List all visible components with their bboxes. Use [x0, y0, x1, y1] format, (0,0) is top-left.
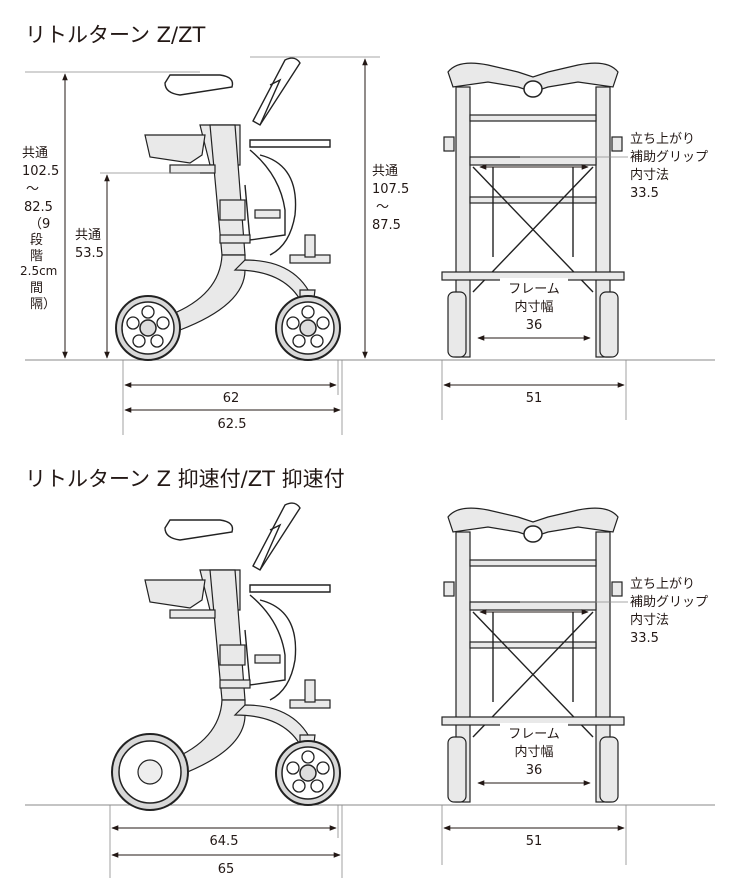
section-title: リトルターン Z/ZT: [25, 23, 205, 47]
section-standard: リトルターン Z/ZT 共通 102.5 ～ 82.5 （9 段 階 2.5cm…: [20, 23, 715, 435]
svg-text:フレーム: フレーム: [508, 282, 560, 297]
svg-text:立ち上がり: 立ち上がり: [630, 132, 695, 147]
side-view-walker: [111, 503, 340, 811]
svg-text:36: 36: [526, 318, 543, 333]
handle-height-label: 共通 107.5 ～ 87.5: [372, 164, 409, 233]
svg-text:段: 段: [30, 233, 43, 248]
front-wheel: [276, 296, 340, 360]
brake-rear-wheel: [111, 733, 189, 811]
svg-text:隔）: 隔）: [30, 297, 56, 312]
length-label: 62: [223, 391, 240, 406]
section-brake: リトルターン Z 抑速付/ZT 抑速付 64.5 65 立ち上がり 補助グリップ…: [25, 467, 715, 878]
svg-text:補助グリップ: 補助グリップ: [630, 150, 708, 165]
svg-text:（9: （9: [29, 217, 50, 232]
svg-text:内寸法: 内寸法: [630, 167, 669, 183]
svg-text:～: ～: [376, 200, 389, 215]
grip-inner-label: 立ち上がり 補助グリップ 内寸法 33.5: [630, 132, 708, 201]
length-label: 64.5: [210, 834, 239, 849]
svg-text:107.5: 107.5: [372, 182, 409, 197]
svg-text:補助グリップ: 補助グリップ: [630, 595, 708, 610]
svg-text:102.5: 102.5: [22, 164, 59, 179]
front-wheel: [276, 741, 340, 805]
svg-text:共通: 共通: [75, 228, 101, 243]
svg-text:フレーム: フレーム: [508, 727, 560, 742]
svg-text:内寸幅: 内寸幅: [514, 299, 553, 315]
svg-text:36: 36: [526, 763, 543, 778]
overall-length-label: 62.5: [218, 417, 247, 432]
overall-height-label: 共通 102.5 ～ 82.5 （9 段 階 2.5cm 間 隔）: [20, 146, 59, 312]
svg-text:共通: 共通: [372, 164, 398, 179]
rear-wheel: [116, 296, 180, 360]
seat-height-label: 共通 53.5: [75, 228, 104, 261]
section-title: リトルターン Z 抑速付/ZT 抑速付: [25, 467, 345, 491]
side-view-walker: [116, 58, 340, 360]
svg-text:共通: 共通: [22, 146, 48, 161]
grip-inner-label: 立ち上がり 補助グリップ 内寸法 33.5: [630, 577, 708, 646]
svg-text:内寸幅: 内寸幅: [514, 744, 553, 760]
frame-inner-label: フレーム 内寸幅 36: [508, 282, 560, 333]
svg-text:82.5: 82.5: [24, 200, 53, 215]
svg-text:87.5: 87.5: [372, 218, 401, 233]
overall-length-label: 65: [218, 862, 235, 877]
frame-inner-label: フレーム 内寸幅 36: [508, 727, 560, 778]
svg-text:間: 間: [30, 281, 43, 296]
svg-text:53.5: 53.5: [75, 246, 104, 261]
svg-text:階: 階: [30, 249, 43, 264]
svg-text:立ち上がり: 立ち上がり: [630, 577, 695, 592]
svg-text:33.5: 33.5: [630, 631, 659, 646]
svg-text:33.5: 33.5: [630, 186, 659, 201]
width-label: 51: [526, 391, 543, 406]
svg-text:2.5cm: 2.5cm: [20, 264, 57, 278]
width-label: 51: [526, 834, 543, 849]
svg-text:内寸法: 内寸法: [630, 612, 669, 628]
svg-text:～: ～: [26, 182, 39, 197]
